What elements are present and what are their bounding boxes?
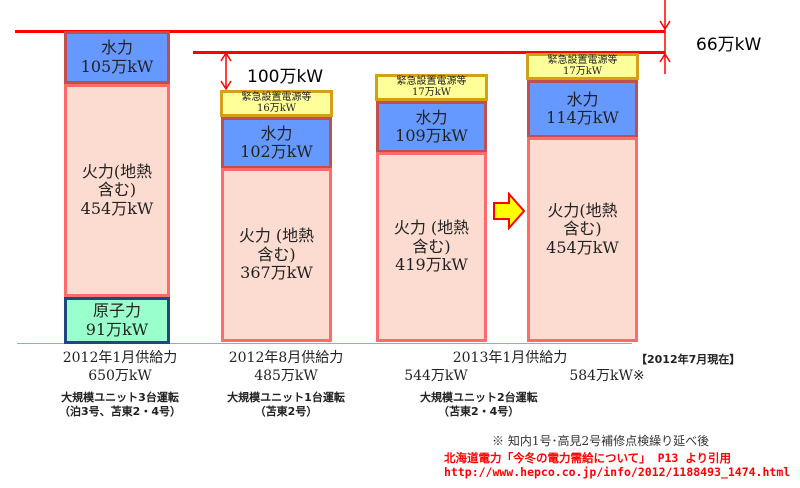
right-arrow-icon xyxy=(493,192,526,230)
group-sub-line2: （苫東2・4号） xyxy=(438,405,520,419)
bar4-hydro-value: 114万kW xyxy=(546,108,619,127)
bar2-thermal-segment: 火力 (地熱 含む) 367万kW xyxy=(221,168,332,342)
bar3-emergency-value: 17万kW xyxy=(411,86,452,98)
bar1-nuclear-segment: 原子力 91万kW xyxy=(64,297,170,344)
bar2-label-period: 2012年8月供給力 xyxy=(228,350,344,366)
bar2-sub-line1: 大規模ユニット1台運転 xyxy=(227,391,345,404)
bar1-thermal-name1: 火力(地熱 xyxy=(81,161,153,181)
bar4-thermal-name2: 含む) xyxy=(563,219,602,239)
footnote: ※ 知内1号･高見2号補修点検繰り延べ後 xyxy=(492,434,710,448)
reference-line-650 xyxy=(15,30,665,33)
bar4-hydro-name: 水力 xyxy=(566,89,599,109)
bar4-emergency-name: 緊急設置電源等 xyxy=(547,55,618,66)
bar3-thermal-value: 419万kW xyxy=(395,255,468,275)
bar3-hydro-value: 109万kW xyxy=(395,126,468,145)
bar1-nuclear-value: 91万kW xyxy=(85,319,149,339)
bar4-thermal-value: 454万kW xyxy=(546,237,619,257)
bar2-emergency-segment: 緊急設置電源等 16万kW xyxy=(220,90,333,117)
bar3-emergency-segment: 緊急設置電源等 17万kW xyxy=(375,74,488,101)
citation: 北海道電力「今冬の電力需給について」 P13 より引用 http://www.h… xyxy=(444,451,791,480)
bar4-label-total: 584万kW※ xyxy=(569,368,645,384)
bar2-sub-line2: （苫東2号） xyxy=(254,405,318,419)
bar1-hydro-name: 水力 xyxy=(100,38,133,58)
bar2-hydro-segment: 水力 102万kW xyxy=(221,117,332,169)
bar1-label-period: 2012年1月供給力 xyxy=(62,350,178,366)
bar2-hydro-name: 水力 xyxy=(260,123,293,143)
group-sub-label: 大規模ユニット2台運転 （苫東2・4号） xyxy=(420,391,580,420)
bar1-thermal-name2: 含む) xyxy=(97,180,137,200)
bar1-label-total: 650万kW xyxy=(88,367,152,384)
bar3-thermal-segment: 火力 (地熱 含む) 419万kW xyxy=(376,152,487,342)
bar4-emergency-value: 17万kW xyxy=(562,65,603,77)
bar3-emergency-name: 緊急設置電源等 xyxy=(396,76,467,87)
bar1-hydro-segment: 水力 105万kW xyxy=(64,31,170,84)
reference-line-584 xyxy=(193,51,665,54)
gap-100-arrow-icon xyxy=(220,52,232,91)
bar1-category-label: 2012年1月供給力 650万kW xyxy=(30,350,210,385)
bar1-thermal-value: 454万kW xyxy=(80,198,154,218)
chart-baseline xyxy=(17,343,632,344)
bar1-nuclear-name: 原子力 xyxy=(92,301,141,321)
bar3-hydro-segment: 水力 109万kW xyxy=(376,101,487,153)
bar2-category-label: 2012年8月供給力 485万kW xyxy=(196,350,376,385)
citation-url[interactable]: http://www.hepco.co.jp/info/2012/1188493… xyxy=(444,464,791,479)
bar4-hydro-segment: 水力 114万kW xyxy=(527,80,638,138)
group-sub-line1: 大規模ユニット2台運転 xyxy=(420,391,538,404)
as-of-date: 【2012年7月現在】 xyxy=(636,353,741,366)
gap-66-label: 66万kW xyxy=(696,35,762,55)
bar1-hydro-value: 105万kW xyxy=(80,56,154,76)
bar2-thermal-name2: 含む) xyxy=(257,244,296,264)
bar3-thermal-name1: 火力 (地熱 xyxy=(393,218,470,238)
bar2-thermal-value: 367万kW xyxy=(240,263,313,283)
bar2-hydro-value: 102万kW xyxy=(240,142,313,161)
bar2-emergency-name: 緊急設置電源等 xyxy=(241,92,312,103)
gap-66-arrow-icon xyxy=(659,0,671,74)
bar2-thermal-name1: 火力 (地熱 xyxy=(238,226,315,246)
bar1-thermal-segment: 火力(地熱 含む) 454万kW xyxy=(64,84,170,297)
bar3-hydro-name: 水力 xyxy=(415,107,448,127)
bar4-emergency-segment: 緊急設置電源等 17万kW xyxy=(526,53,639,80)
gap-100-label: 100万kW xyxy=(247,67,324,87)
bar4-thermal-segment: 火力(地熱 含む) 454万kW xyxy=(527,137,638,342)
bar3-label-total: 544万kW xyxy=(404,368,468,384)
bar4-thermal-name1: 火力(地熱 xyxy=(547,201,618,220)
bar1-sub-line1: 大規模ユニット3台運転 xyxy=(61,391,179,404)
bar2-sub-label: 大規模ユニット1台運転 （苫東2号） xyxy=(196,391,376,420)
bar1-sub-label: 大規模ユニット3台運転 （泊3号、苫東2・4号） xyxy=(30,391,210,420)
bar2-label-total: 485万kW xyxy=(254,367,318,384)
bar3-thermal-name2: 含む) xyxy=(412,236,451,256)
group-category-label: 2013年1月供給力 xyxy=(452,350,568,366)
citation-source: 北海道電力「今冬の電力需給について」 P13 より引用 xyxy=(444,451,732,465)
bar2-emergency-value: 16万kW xyxy=(256,102,297,114)
bar1-sub-line2: （泊3号、苫東2・4号） xyxy=(59,405,181,419)
